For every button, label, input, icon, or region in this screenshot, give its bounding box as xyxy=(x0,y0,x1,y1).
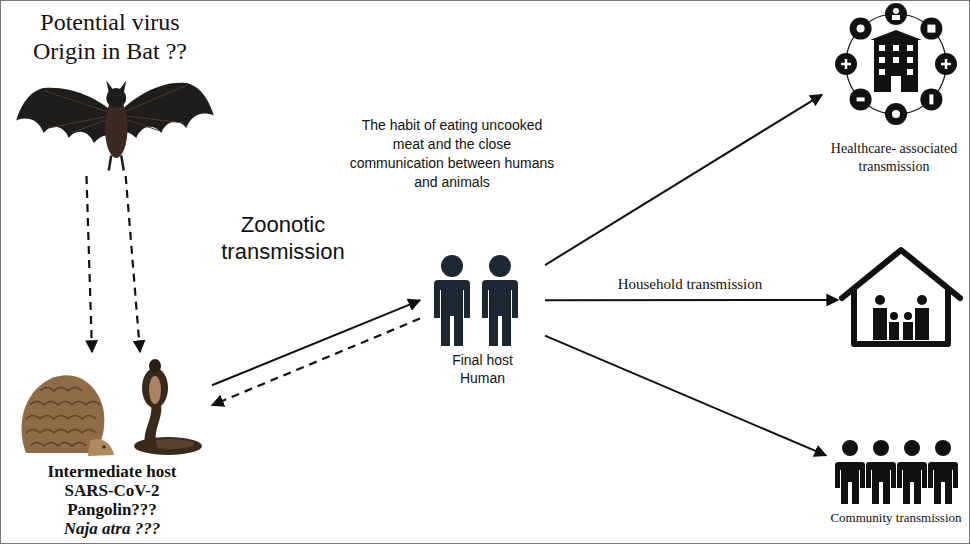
annotation-note: The habit of eating uncooked meat and th… xyxy=(347,116,557,192)
edge-label: Household transmission xyxy=(590,275,790,293)
transmission-arrow xyxy=(126,176,140,352)
community-node: Community transmission xyxy=(826,432,966,542)
node-text-block: Healthcare- associated transmission xyxy=(822,140,966,175)
healthcare-node: Healthcare- associated transmission xyxy=(822,2,966,180)
node-text-block: Final host Human xyxy=(420,352,545,387)
transmission-arrow xyxy=(86,176,92,352)
human-figures xyxy=(434,255,518,346)
transmission-arrow xyxy=(212,300,420,385)
node-text-block: Community transmission xyxy=(826,510,966,526)
node-label: Community transmission xyxy=(826,510,966,526)
transmission-arrow xyxy=(545,95,822,266)
node-text-block: Potential virus Origin in Bat ?? xyxy=(12,8,208,66)
bat-illustration xyxy=(16,81,214,171)
node-label: Healthcare- associated transmission xyxy=(822,140,966,175)
hospital-icon xyxy=(835,3,957,125)
house-icon xyxy=(842,250,960,344)
human-host-node: Final host Human xyxy=(420,250,545,391)
pangolin-illustration xyxy=(21,375,114,456)
node-label: Potential virus Origin in Bat ?? xyxy=(12,8,208,66)
household-node xyxy=(838,242,964,350)
bat-origin-node: Potential virus Origin in Bat ?? xyxy=(12,4,208,176)
node-label: Pangolin??? xyxy=(12,500,212,519)
node-label: Intermediate host xyxy=(12,462,212,481)
edge-label: Zoonotic transmission xyxy=(203,211,363,266)
transmission-arrow xyxy=(212,319,420,406)
transmission-arrow xyxy=(545,299,838,301)
node-text-block: Intermediate hostSARS-CoV-2Pangolin???Na… xyxy=(12,462,212,538)
intermediate-host-node: Intermediate hostSARS-CoV-2Pangolin???Na… xyxy=(12,352,212,542)
cobra-illustration xyxy=(134,359,202,455)
community-icon xyxy=(835,440,958,504)
node-label: Final host Human xyxy=(438,352,528,387)
transmission-arrow xyxy=(545,336,826,456)
node-label: Naja atra ??? xyxy=(12,519,212,538)
node-label: SARS-CoV-2 xyxy=(12,481,212,500)
